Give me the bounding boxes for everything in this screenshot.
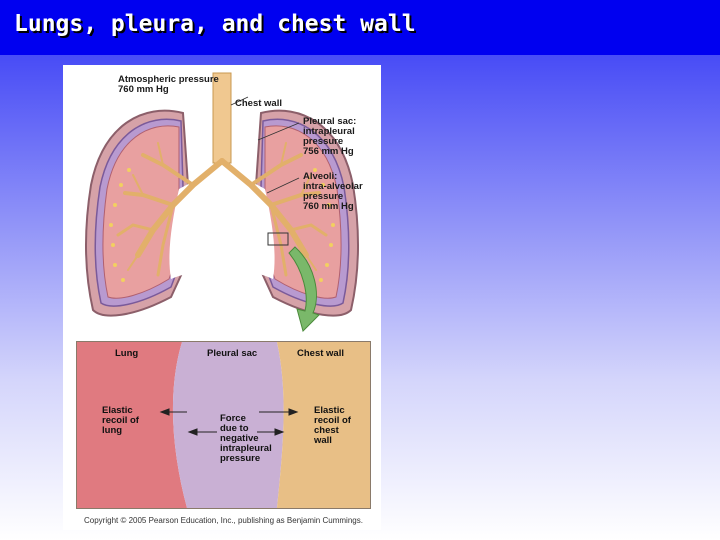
- slide-title: Lungs, pleura, and chest wall: [14, 11, 416, 37]
- pleural-force-label: Force due to negative intrapleural press…: [220, 413, 272, 464]
- lung-recoil-label: Elastic recoil of lung: [102, 405, 139, 436]
- atmospheric-pressure-label: Atmospheric pressure 760 mm Hg: [118, 74, 219, 95]
- chest-recoil-label: Elastic recoil of chest wall: [314, 405, 351, 446]
- chest-wall-label: Chest wall: [235, 98, 282, 109]
- pleural-sac-label: Pleural sac: intrapleural pressure 756 m…: [303, 116, 357, 157]
- force-arrows: [159, 408, 299, 436]
- thorax-diagram: [84, 72, 360, 332]
- chest-wall-header: Chest wall: [297, 348, 344, 359]
- detail-zones: [77, 342, 370, 508]
- alveoli-label: Alveoli: intra-alveolar pressure 760 mm …: [303, 171, 363, 212]
- leader-lines: [230, 96, 300, 194]
- lung-header: Lung: [115, 348, 139, 359]
- chest-zone: [277, 342, 370, 508]
- mediastinum: [169, 177, 275, 279]
- pleural-detail-panel: Lung Pleural sac Chest wall Elastic reco…: [76, 341, 371, 509]
- copyright-notice: Copyright © 2005 Pearson Education, Inc.…: [84, 516, 363, 525]
- lung-figure: Atmospheric pressure 760 mm Hg Chest wal…: [63, 65, 381, 530]
- inset-marker: [267, 232, 289, 246]
- pleural-zone: [172, 342, 284, 508]
- lung-zone: [77, 342, 187, 508]
- title-bar: Lungs, pleura, and chest wall: [0, 0, 720, 55]
- pleural-sac-header: Pleural sac: [207, 348, 258, 359]
- alveoli-dots: [109, 168, 335, 282]
- zoom-arrow: [288, 246, 320, 332]
